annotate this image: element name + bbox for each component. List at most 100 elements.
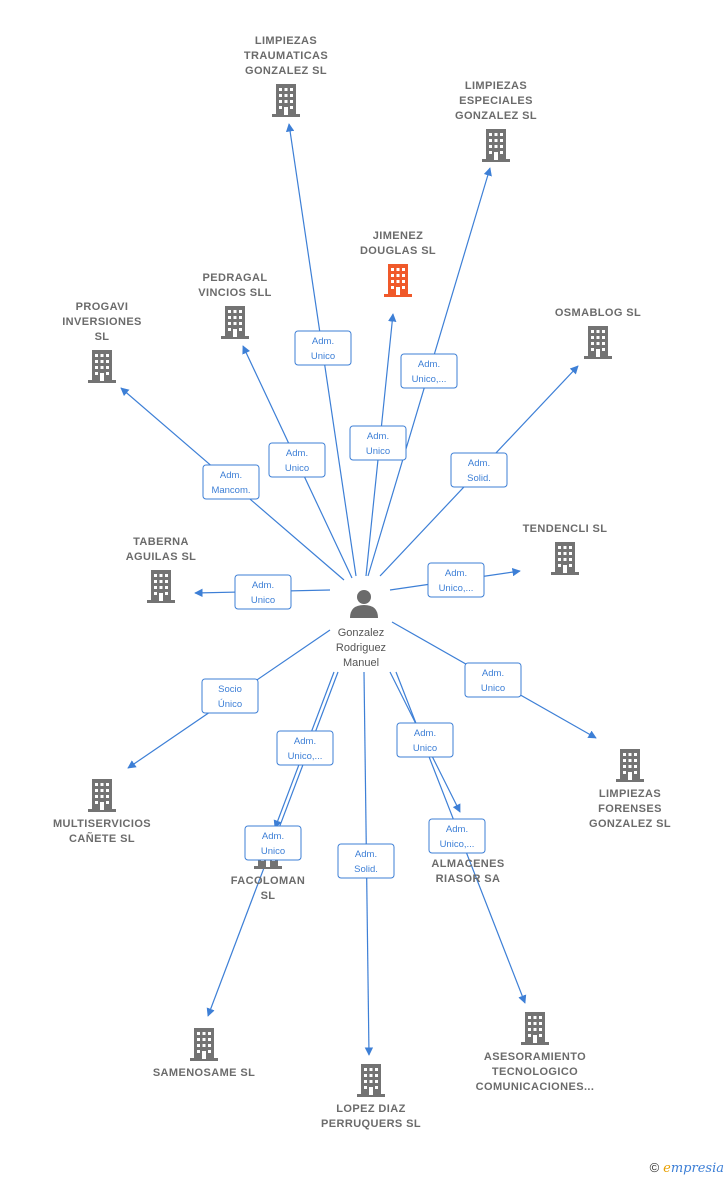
- company-node-asesoramiento[interactable]: ASESORAMIENTO TECNOLOGICO COMUNICACIONES..…: [476, 1012, 595, 1093]
- relation-text: Adm.: [262, 831, 284, 842]
- relation-label-osmablog[interactable]: Adm. Solid.: [450, 452, 508, 488]
- building-icon: [221, 306, 249, 339]
- relation-label-limpiezas-traumaticas[interactable]: Adm.Unico: [294, 330, 352, 366]
- relation-text: Socio: [218, 684, 242, 695]
- edges-layer: [120, 123, 597, 1056]
- company-label-line: SL: [95, 331, 110, 343]
- company-node-samenosame[interactable]: SAMENOSAME SL: [153, 1028, 255, 1079]
- building-icon: [584, 326, 612, 359]
- company-label-line: PEDRAGAL: [203, 272, 268, 284]
- company-label-line: AGUILAS SL: [126, 551, 197, 563]
- relation-label-facoloman[interactable]: Adm. Unico,...: [276, 730, 334, 766]
- company-label-line: MULTISERVICIOS: [53, 818, 151, 830]
- company-node-jimenez-douglas[interactable]: JIMENEZ DOUGLAS SL: [360, 230, 436, 297]
- relation-box: [244, 825, 302, 861]
- building-icon: [357, 1064, 385, 1097]
- building-icon: [521, 1012, 549, 1045]
- company-label-line: PERRUQUERS SL: [321, 1118, 421, 1130]
- edge-labels-layer: Adm.UnicoAdm.Unico,...Adm.UnicoAdm.Unico…: [201, 330, 522, 879]
- relation-box: [428, 818, 486, 854]
- relation-label-progavi[interactable]: Adm.Mancom.: [202, 464, 260, 500]
- relation-text: Unico: [285, 463, 309, 474]
- relation-text: Adm.: [220, 470, 242, 481]
- relation-label-tendencli[interactable]: Adm. Unico,...: [427, 562, 485, 598]
- relation-text: Adm.: [355, 849, 377, 860]
- person-name-line: Manuel: [343, 657, 379, 669]
- company-label-line: GONZALEZ SL: [455, 110, 537, 122]
- company-node-lopez-diaz[interactable]: LOPEZ DIAZ PERRUQUERS SL: [321, 1064, 421, 1130]
- relation-box: [201, 678, 259, 714]
- relation-box: [202, 464, 260, 500]
- relation-box: [349, 425, 407, 461]
- company-label-line: LOPEZ DIAZ: [336, 1103, 405, 1115]
- relation-label-jimenez-douglas[interactable]: Adm.Unico: [349, 425, 407, 461]
- relation-text: Unico: [261, 846, 285, 857]
- relation-text: Adm.: [312, 336, 334, 347]
- building-icon: [482, 129, 510, 162]
- company-label-line: SAMENOSAME SL: [153, 1067, 255, 1079]
- relation-text: Unico,...: [439, 583, 474, 594]
- company-label-line: CAÑETE SL: [69, 832, 135, 845]
- relation-box: [276, 730, 334, 766]
- relation-label-asesoramiento[interactable]: Adm. Unico,...: [428, 818, 486, 854]
- company-label-line: TENDENCLI SL: [523, 523, 608, 535]
- relation-text: Adm.: [294, 736, 316, 747]
- relation-text: Solid.: [467, 473, 491, 484]
- relation-box: [427, 562, 485, 598]
- relation-text: Adm.: [468, 458, 490, 469]
- relation-text: Adm.: [446, 824, 468, 835]
- building-icon: [384, 264, 412, 297]
- company-label-line: ESPECIALES: [459, 95, 533, 107]
- relation-label-almacenes[interactable]: Adm.Unico: [396, 722, 454, 758]
- relation-label-limpiezas-forenses[interactable]: Adm. Unico: [464, 662, 522, 698]
- relation-text: Adm.: [445, 568, 467, 579]
- company-label-line: GONZALEZ SL: [589, 818, 671, 830]
- company-node-multiservicios[interactable]: MULTISERVICIOS CAÑETE SL: [53, 779, 151, 845]
- building-icon: [88, 350, 116, 383]
- company-label-line: GONZALEZ SL: [245, 65, 327, 77]
- company-label-line: TABERNA: [133, 536, 189, 548]
- company-label-line: JIMENEZ: [373, 230, 423, 242]
- company-label-line: COMUNICACIONES...: [476, 1081, 595, 1093]
- relation-box: [234, 574, 292, 610]
- person-name-line: Gonzalez: [338, 627, 384, 639]
- relation-label-taberna[interactable]: Adm.Unico: [234, 574, 292, 610]
- relation-text: Unico: [366, 446, 390, 457]
- company-label-line: PROGAVI: [76, 301, 129, 313]
- relation-text: Unico: [481, 683, 505, 694]
- person-name-line: Rodriguez: [336, 642, 386, 654]
- company-node-limpiezas-especiales[interactable]: LIMPIEZAS ESPECIALES GONZALEZ SL: [455, 80, 537, 162]
- building-icon: [190, 1028, 218, 1061]
- company-label-line: ASESORAMIENTO: [484, 1051, 586, 1063]
- copyright-symbol: ©: [649, 1160, 660, 1175]
- company-label-line: TECNOLOGICO: [492, 1066, 578, 1078]
- relation-text: Adm.: [482, 668, 504, 679]
- relation-text: Unico,...: [288, 751, 323, 762]
- relation-label-pedragal[interactable]: Adm.Unico: [268, 442, 326, 478]
- company-node-taberna[interactable]: TABERNA AGUILAS SL: [126, 536, 197, 603]
- relation-text: Único: [218, 699, 242, 710]
- company-node-osmablog[interactable]: OSMABLOG SL: [555, 307, 641, 359]
- relation-label-limpiezas-especiales[interactable]: Adm.Unico,...: [400, 353, 458, 389]
- company-label-line: RIASOR SA: [436, 873, 501, 885]
- company-label-line: OSMABLOG SL: [555, 307, 641, 319]
- relation-box: [268, 442, 326, 478]
- relation-text: Solid.: [354, 864, 378, 875]
- company-label-line: FORENSES: [598, 803, 662, 815]
- relation-label-lopez-diaz[interactable]: Adm. Solid.: [337, 843, 395, 879]
- relation-label-samenosame[interactable]: Adm. Unico: [244, 825, 302, 861]
- company-label-line: LIMPIEZAS: [465, 80, 527, 92]
- company-label-line: DOUGLAS SL: [360, 245, 436, 257]
- company-node-tendencli[interactable]: TENDENCLI SL: [523, 523, 608, 575]
- brand-logo-text: mpresia: [670, 1161, 724, 1176]
- relation-text: Unico,...: [440, 839, 475, 850]
